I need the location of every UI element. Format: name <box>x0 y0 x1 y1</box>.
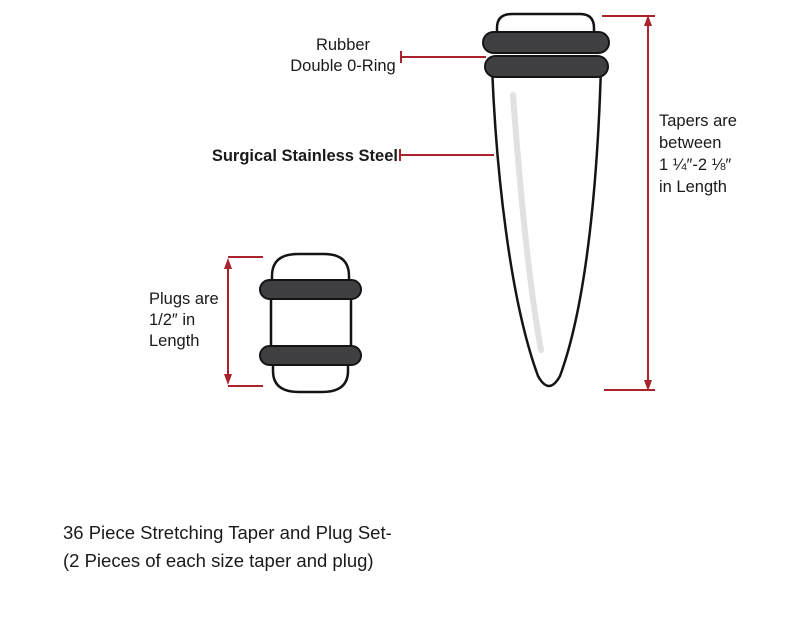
label-line: in Length <box>659 178 727 196</box>
plug-bottom-cap <box>271 360 350 394</box>
taper-bracket-arrows <box>644 15 652 391</box>
label-line: 1/2″ in <box>149 311 196 329</box>
caption-line: 36 Piece Stretching Taper and Plug Set- <box>63 522 392 543</box>
plug-length-label: Plugs are 1/2″ in Length <box>149 289 239 352</box>
plug-length-bracket <box>224 256 263 387</box>
arrow-up-icon <box>644 15 652 26</box>
dimension-annotations <box>224 15 655 391</box>
taper-highlight <box>510 92 544 353</box>
arrow-down-icon <box>644 380 652 391</box>
product-caption: 36 Piece Stretching Taper and Plug Set- … <box>63 519 392 575</box>
taper-oring-top <box>482 31 610 54</box>
plug-oring-bottom <box>259 345 362 366</box>
label-line: Tapers are <box>659 112 737 130</box>
label-line: 1 ¼″-2 ⅛″ <box>659 156 732 174</box>
rubber-orings <box>259 31 610 366</box>
label-line: Length <box>149 332 200 350</box>
rubber-oring-label: Rubber Double 0-Ring <box>284 35 402 77</box>
label-line: Double 0-Ring <box>290 57 396 75</box>
taper-length-bracket <box>602 15 655 391</box>
caption-line: (2 Pieces of each size taper and plug) <box>63 550 374 571</box>
steel-pointer-line <box>399 149 494 161</box>
plug-oring-top <box>259 279 362 300</box>
label-line: Rubber <box>315 36 371 54</box>
stainless-steel-label: Surgical Stainless Steel <box>211 147 398 165</box>
arrow-up-icon <box>224 258 232 269</box>
taper-length-label: Tapers are between 1 ¼″-2 ⅛″ in Length <box>659 110 759 198</box>
taper-oring-bottom <box>484 55 609 78</box>
rubber-ring-pointer-line <box>400 51 486 63</box>
label-line: between <box>659 134 722 152</box>
taper-cone <box>490 64 603 388</box>
label-line: Plugs are <box>149 290 219 308</box>
arrow-down-icon <box>224 374 232 385</box>
plug-bracket-arrows <box>224 258 232 385</box>
